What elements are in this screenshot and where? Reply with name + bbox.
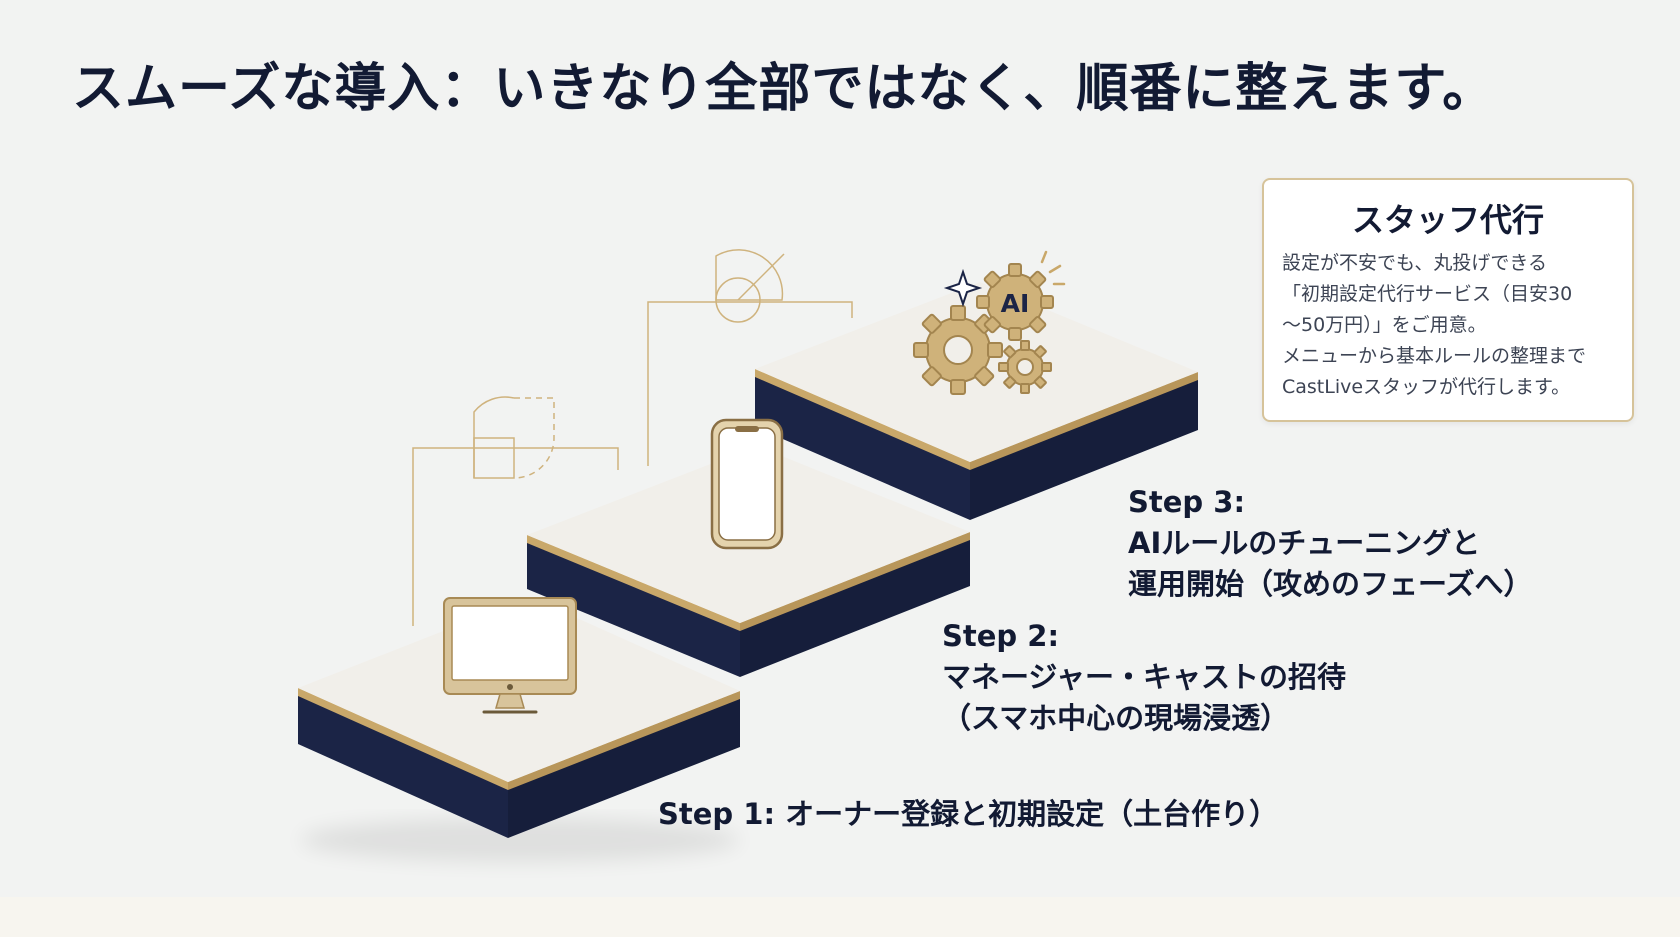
callout-title: スタッフ代行	[1351, 201, 1544, 239]
large-gear-icon	[913, 305, 1003, 395]
step-2-line-2: （スマホ中心の現場浸透）	[942, 701, 1290, 735]
callout-line-5: CastLiveスタッフが代行します。	[1282, 376, 1571, 398]
callout-line-2: 「初期設定代行サービス（目安30	[1282, 283, 1573, 305]
step-1-heading: Step 1: オーナー登録と初期設定（土台作り）	[658, 797, 1279, 831]
step-3-label: Step 3: AIルールのチューニングと 運用開始（攻めのフェーズへ）	[1128, 482, 1533, 605]
staircase-diagram: AI	[298, 249, 1198, 862]
sparkle-icon	[943, 268, 983, 308]
callout-line-1: 設定が不安でも、丸投げできる	[1282, 252, 1548, 274]
callout-line-3: 〜50万円）」をご用意。	[1282, 314, 1487, 336]
square-decoration-1	[473, 437, 515, 479]
step-1-label: Step 1: オーナー登録と初期設定（土台作り）	[658, 794, 1278, 835]
step-2-heading: Step 2:	[942, 619, 1060, 653]
staff-service-callout: スタッフ代行 設定が不安でも、丸投げできる 「初期設定代行サービス（目安30 〜…	[1262, 178, 1634, 422]
step-3-line-2: 運用開始（攻めのフェーズへ）	[1128, 567, 1533, 601]
smartphone-icon	[710, 418, 784, 550]
diagonal-decoration	[737, 253, 785, 301]
step-3-line-1: AIルールのチューニングと	[1128, 526, 1481, 560]
callout-body: 設定が不安でも、丸投げできる 「初期設定代行サービス（目安30 〜50万円）」を…	[1282, 248, 1614, 403]
small-gear-icon	[998, 340, 1052, 394]
step-2-label: Step 2: マネージャー・キャストの招待 （スマホ中心の現場浸透）	[942, 616, 1346, 739]
bottom-band	[0, 897, 1680, 937]
decorative-lines	[412, 249, 853, 626]
arc-decoration-1	[473, 396, 515, 478]
ground-shadow	[300, 818, 740, 862]
ai-gear-icon	[976, 263, 1054, 341]
sector-decoration	[715, 249, 784, 301]
dashed-arc-decoration	[513, 397, 555, 479]
ai-gear-label: AI	[1001, 289, 1030, 318]
spark-rays-icon	[1040, 250, 1066, 286]
frame-line-1	[412, 447, 619, 626]
step-2-line-1: マネージャー・キャストの招待	[942, 660, 1346, 694]
page-title: スムーズな導入：いきなり全部ではなく、順番に整えます。	[72, 59, 1496, 119]
frame-line-2	[647, 301, 853, 466]
step-3-heading: Step 3:	[1128, 485, 1246, 519]
desktop-monitor-icon	[443, 597, 577, 714]
ai-gears-icon: AI	[913, 250, 1066, 395]
callout-line-4: メニューから基本ルールの整理まで	[1282, 345, 1587, 367]
